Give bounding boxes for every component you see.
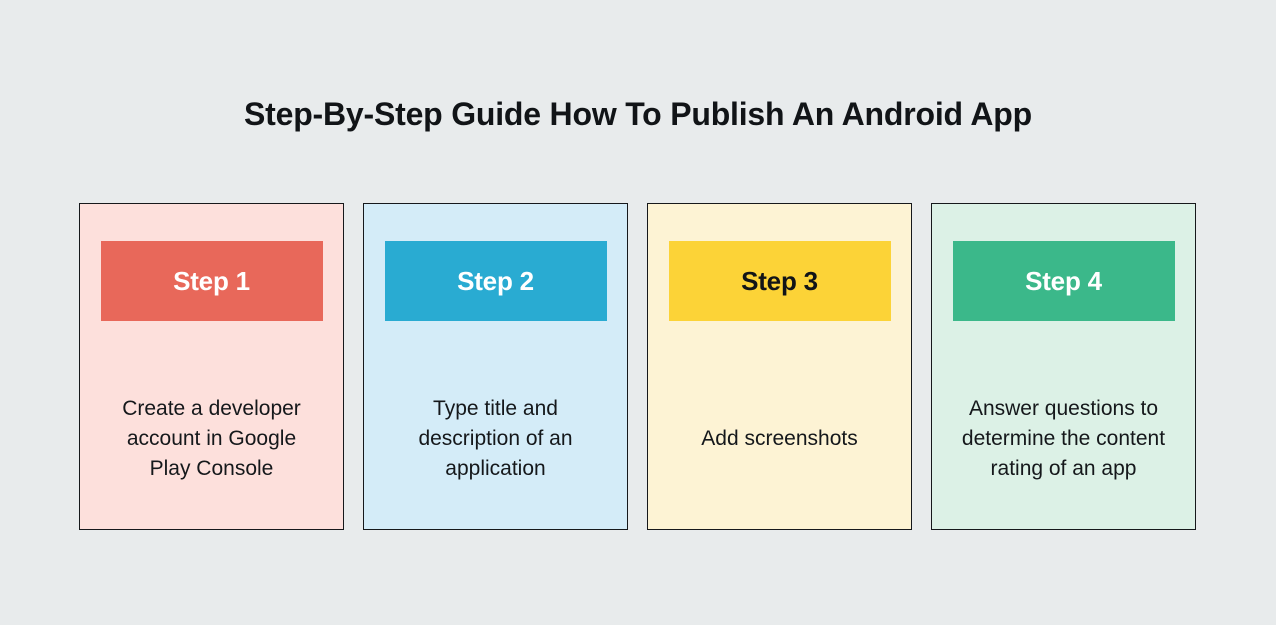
step-badge-label-4: Step 4: [1025, 266, 1102, 296]
step-badge-label-3: Step 3: [741, 266, 818, 296]
step-badge-label-1: Step 1: [173, 266, 250, 296]
page-title: Step-By-Step Guide How To Publish An And…: [244, 96, 1032, 132]
step-body-inner-1: Create a developer account in Google Pla…: [92, 361, 331, 517]
step-body-3: Add screenshots: [660, 361, 899, 517]
step-body-inner-4: Answer questions to determine the conten…: [944, 361, 1183, 517]
step-body-inner-2: Type title and description of an applica…: [376, 361, 615, 517]
step-description-4: Answer questions to determine the conten…: [961, 397, 1166, 480]
step-description-3: Add screenshots: [701, 427, 858, 450]
step-card-2: Step 2 Type title and description of an …: [363, 203, 628, 530]
step-body-inner-3: Add screenshots: [660, 361, 899, 517]
steps-row: Step 1 Create a developer account in Goo…: [79, 203, 1196, 530]
step-badge-label-2: Step 2: [457, 266, 534, 296]
step-body-2: Type title and description of an applica…: [376, 361, 615, 517]
step-card-4: Step 4 Answer questions to determine the…: [931, 203, 1196, 530]
step-body-4: Answer questions to determine the conten…: [944, 361, 1183, 517]
step-description-1: Create a developer account in Google Pla…: [122, 397, 301, 480]
step-badge-1: Step 1: [100, 241, 323, 321]
step-card-1: Step 1 Create a developer account in Goo…: [79, 203, 344, 530]
step-description-2: Type title and description of an applica…: [418, 397, 573, 480]
step-card-3: Step 3 Add screenshots: [647, 203, 912, 530]
step-badge-4: Step 4: [952, 241, 1175, 321]
step-badge-3: Step 3: [668, 241, 891, 321]
step-body-1: Create a developer account in Google Pla…: [92, 361, 331, 517]
step-badge-2: Step 2: [384, 241, 607, 321]
